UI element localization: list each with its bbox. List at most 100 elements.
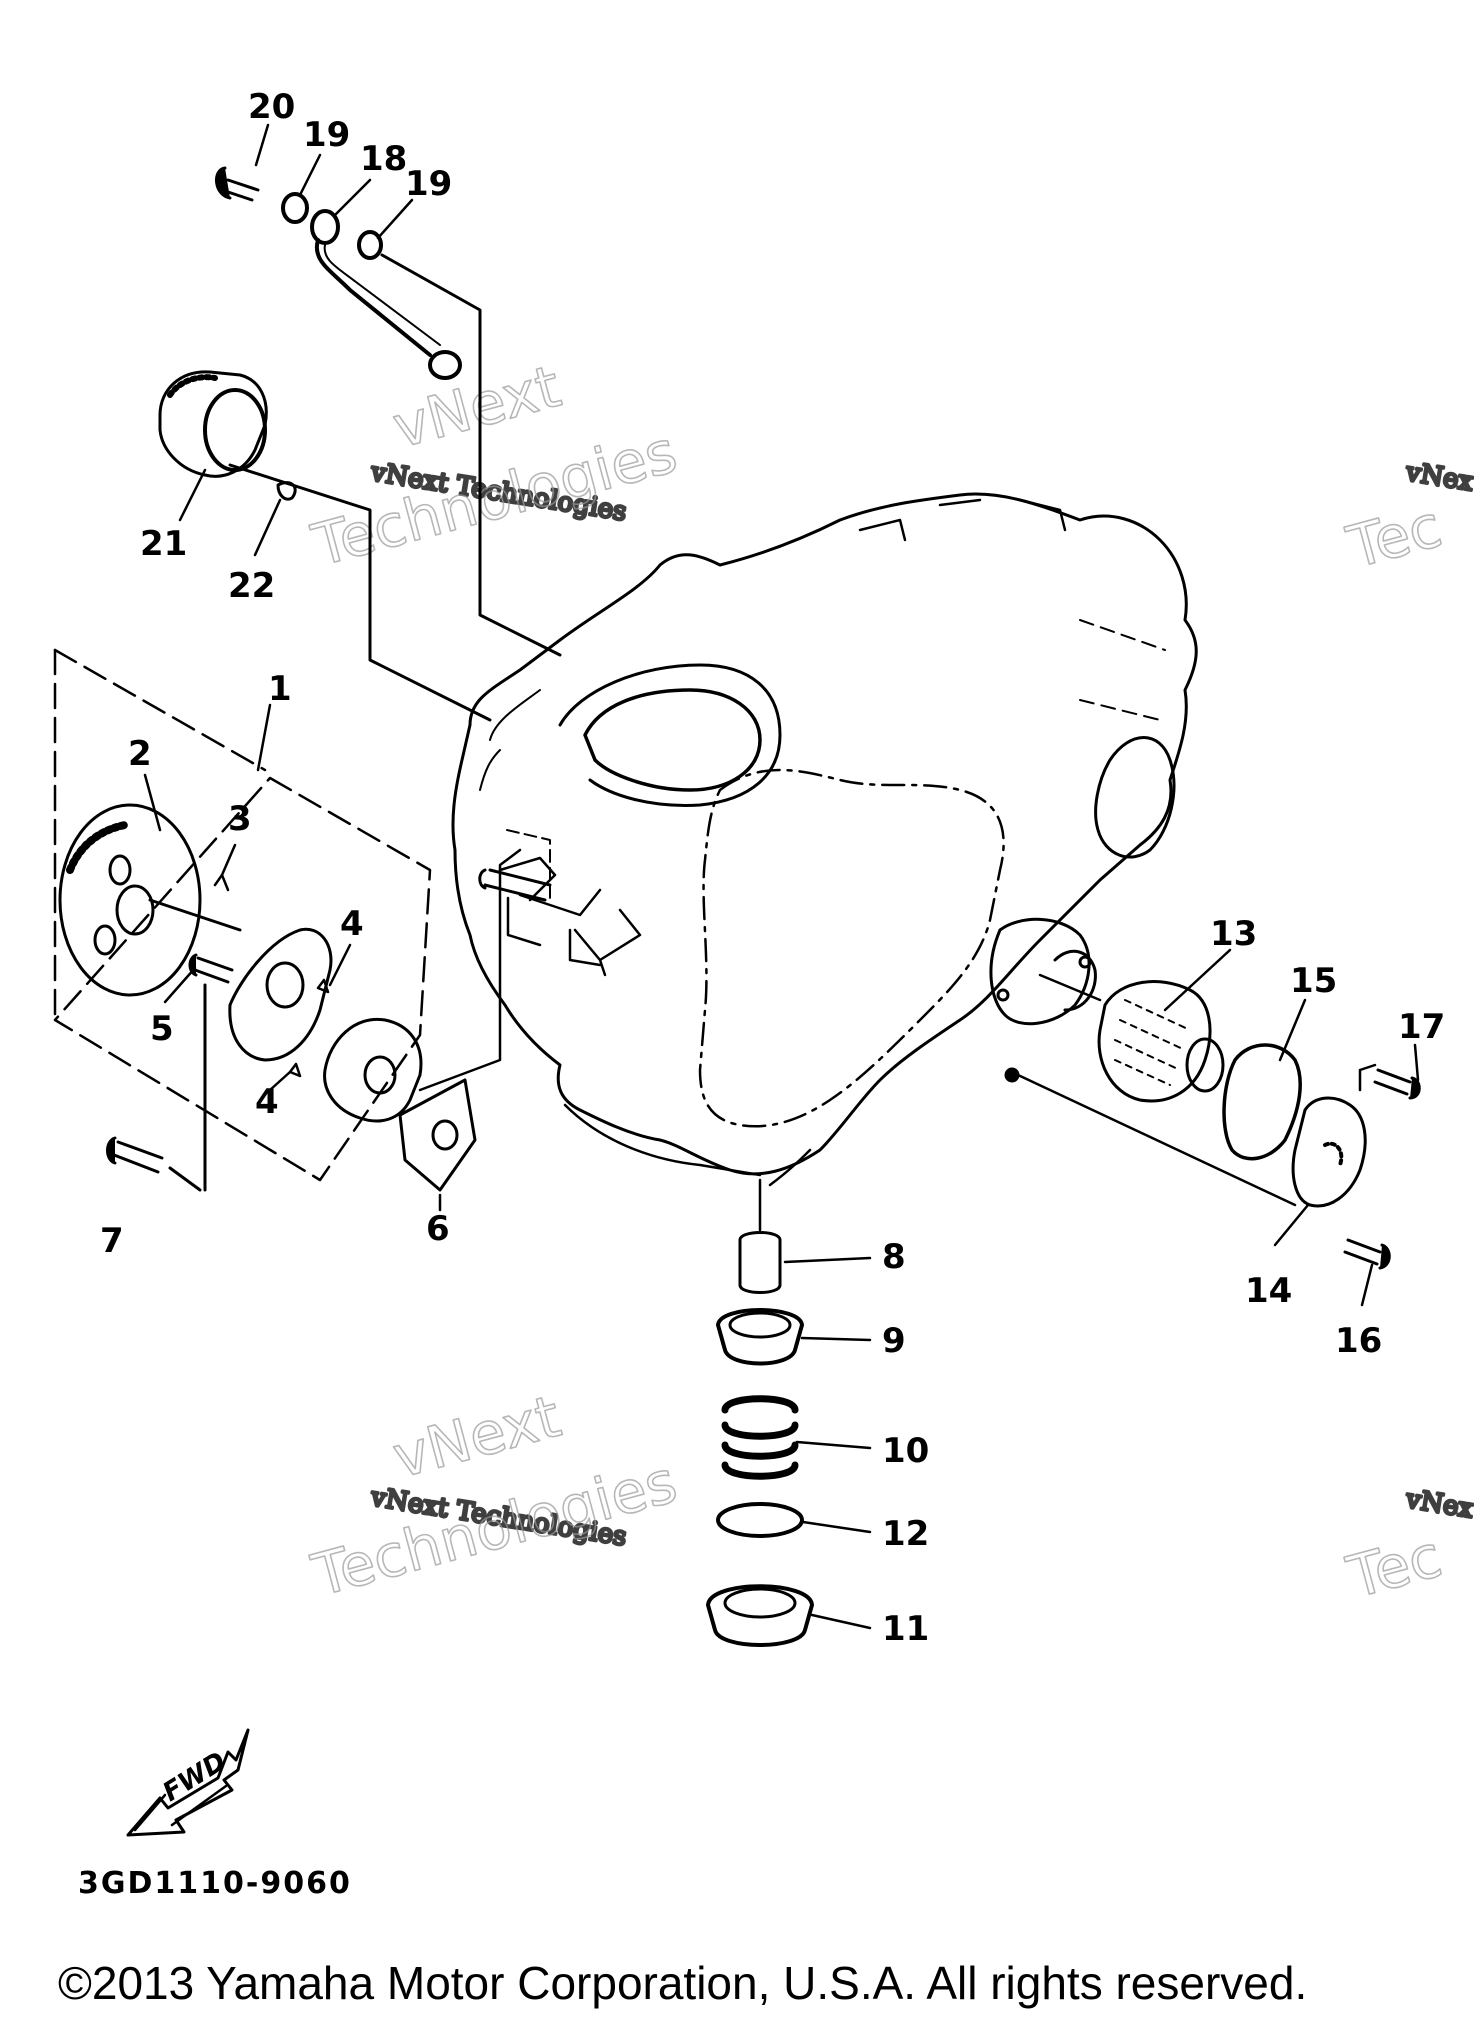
watermark-small-cut: vNex	[1403, 457, 1474, 497]
pump-bolt-7-head	[106, 1136, 117, 1165]
callout-4a: 4	[340, 904, 364, 944]
pump-screw-5	[193, 956, 234, 984]
callout-15: 15	[1290, 961, 1337, 1001]
watermark-big-cut: Tec	[1340, 1522, 1449, 1612]
callout-20: 20	[248, 87, 295, 127]
callout-19b: 19	[405, 164, 452, 204]
callout-16: 16	[1335, 1321, 1382, 1361]
pump-leader	[418, 848, 522, 1092]
drain-plug-11-top	[723, 1587, 797, 1619]
leader-line-15	[1278, 998, 1307, 1062]
pump-gear-2-teeth	[66, 821, 129, 874]
pump-pin-3	[213, 873, 230, 892]
cover-leader	[1358, 1063, 1377, 1092]
leader-line-5	[163, 966, 197, 1004]
watermark-top: vNext Technologies vNext Technologies	[304, 351, 684, 580]
callout-22: 22	[228, 566, 275, 606]
callout-18: 18	[360, 139, 407, 179]
crankcase-shaft	[478, 868, 552, 902]
callout-numbers: 20 19 18 19 21 22 1 2 3 4 5 4 6 7 13 15 …	[100, 87, 1445, 1649]
copyright-notice: ©2013 Yamaha Motor Corporation, U.S.A. A…	[58, 1957, 1308, 2009]
pump-cover	[323, 1017, 423, 1123]
pump-rotor-pin-4-a	[316, 978, 330, 994]
washer-19-a	[281, 192, 309, 224]
leader-line-21	[178, 468, 207, 522]
pipe-nut	[428, 350, 462, 380]
callout-1: 1	[268, 669, 292, 709]
spring-10	[721, 1395, 799, 1480]
leader-line-12	[801, 1520, 872, 1534]
watermark-small-cut: vNex	[1403, 1484, 1474, 1524]
callout-5: 5	[150, 1009, 174, 1049]
callout-12: 12	[882, 1514, 929, 1554]
pipe-callout-leaders	[178, 123, 414, 557]
filter-centerline	[1016, 1073, 1297, 1207]
leader-line-19a	[298, 153, 322, 197]
o-ring-12	[716, 1502, 804, 1538]
washer-19-b	[357, 230, 383, 260]
filter-seat-bolt	[1078, 955, 1092, 969]
callout-8: 8	[882, 1237, 906, 1277]
watermark-top-right: vNex Tec	[1339, 456, 1474, 583]
callout-3: 3	[228, 799, 252, 839]
crankcase-drawing	[451, 492, 1198, 1187]
crankcase-cover-outline	[698, 768, 1005, 1128]
leader-line-3	[220, 843, 237, 877]
callout-9: 9	[882, 1321, 906, 1361]
oil-pipe-18	[314, 238, 432, 357]
crankcase-mount-boss	[573, 908, 642, 977]
oil-pipe-18	[323, 244, 441, 346]
fwd-arrow-outline	[126, 1728, 250, 1837]
fwd-label: FWD	[158, 1746, 232, 1807]
bolt-16	[1343, 1238, 1382, 1266]
oil-filter-group	[1016, 948, 1421, 1307]
pump-rotor-pin-4-b	[288, 1062, 302, 1078]
leader-line-8	[783, 1256, 872, 1264]
crankcase-outline	[451, 492, 1198, 1176]
crankcase-bottom-flange	[563, 1103, 812, 1187]
filter-seat-flange	[989, 917, 1091, 1026]
plug-9-top	[728, 1311, 792, 1339]
fwd-arrow-shading	[133, 1784, 228, 1832]
bolt-17-head	[1408, 1076, 1421, 1100]
pipe-eye-18	[310, 209, 340, 245]
crankcase-right-bore	[1094, 736, 1176, 859]
crankcase-mount-boss	[498, 856, 602, 917]
plug-9	[716, 1308, 804, 1366]
callout-21: 21	[140, 524, 187, 564]
watermark-big-cut: Tec	[1340, 492, 1449, 582]
leader-line-18	[333, 178, 372, 217]
crankcase-bracket	[506, 896, 602, 967]
callout-14: 14	[1245, 1271, 1292, 1311]
leader-line-4a	[328, 943, 352, 987]
filter-centerline	[1038, 973, 1102, 1002]
pipe-leader	[380, 253, 562, 657]
pump-gear-2-hub	[115, 884, 155, 936]
pump-gear-2-hole	[93, 924, 117, 956]
o-ring-15	[1222, 1043, 1302, 1161]
crankcase-top-ribs	[858, 498, 1067, 542]
leader-line-10	[795, 1440, 872, 1450]
oil-filter-13	[1097, 980, 1212, 1103]
leader-line-1	[256, 703, 272, 772]
leader-line-16	[1360, 1263, 1374, 1307]
pump-gear-2-hole	[108, 854, 132, 886]
pump-body	[228, 927, 333, 1062]
drive-gear-21	[158, 370, 492, 722]
assembly-dashed-boundary	[53, 648, 432, 1182]
crankcase-hidden-lines	[506, 829, 551, 901]
pump-gear-2	[58, 803, 202, 997]
watermark-bottom-right: vNex Tec	[1339, 1483, 1474, 1613]
pump-shaft-leader	[148, 898, 242, 932]
pump-body-bore	[265, 961, 305, 1009]
strainer-stack	[706, 1178, 872, 1647]
leader-line-9	[800, 1336, 872, 1342]
leader-line-22	[253, 498, 282, 557]
filter-seat-bolt	[1004, 1067, 1020, 1083]
oil-delivery-pipe	[215, 166, 562, 657]
gear-21-teeth	[167, 374, 218, 398]
cylinder-bore-inner	[583, 688, 762, 792]
leader-line-2	[143, 773, 162, 832]
